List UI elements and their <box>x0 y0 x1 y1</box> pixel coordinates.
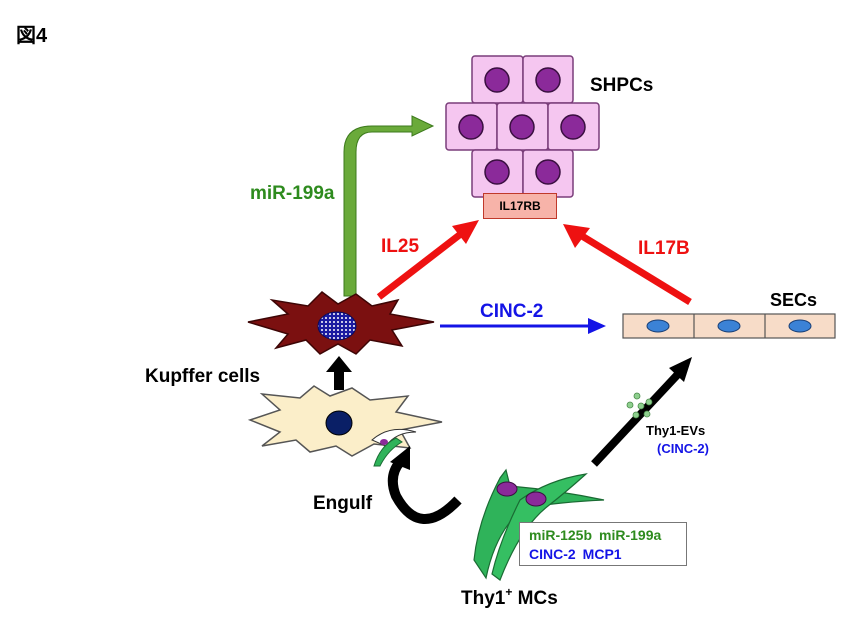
thy1-mcs-prefix: Thy1 <box>461 588 506 609</box>
il17rb-label: IL17RB <box>499 199 541 213</box>
engulf-arrow <box>387 446 462 524</box>
mir199a-arrow <box>343 115 435 297</box>
il25-arrow <box>376 220 479 300</box>
mc-factor: MCP1 <box>582 546 622 562</box>
monocyte-cell <box>247 385 443 457</box>
kupffer-label: Kupffer cells <box>145 366 261 387</box>
thy1-evs-label: Thy1-EVs <box>646 423 706 438</box>
hepatocyte-cell <box>522 55 574 104</box>
sec-strip <box>622 313 836 339</box>
secs-label: SECs <box>770 290 818 310</box>
hepatocyte-cell <box>445 102 498 151</box>
mc-cytokine-line: CINC-2 MCP1 <box>529 545 686 564</box>
extracellular-vesicles <box>626 392 653 419</box>
engulf-label: Engulf <box>313 493 373 514</box>
mc-factor: miR-199a <box>599 527 662 543</box>
thy1-mcs-label: Thy1+ MCs <box>461 586 558 608</box>
differentiation-arrow <box>326 356 352 390</box>
kupffer-cell <box>247 291 435 355</box>
il17b-arrow <box>563 224 692 305</box>
mc-mirna-line: miR-125b miR-199a <box>529 526 686 545</box>
hepatocyte-cell <box>471 149 524 198</box>
il25-arrow-label: IL25 <box>381 236 420 257</box>
hepatocyte-cell <box>471 55 524 104</box>
figure-title: 図4 <box>16 25 48 47</box>
hepatocyte-cell <box>496 102 549 151</box>
mc-secreted-factors-box: miR-125b miR-199a CINC-2 MCP1 <box>519 522 687 566</box>
mc-factor: miR-125b <box>529 527 593 543</box>
shpcs-label: SHPCs <box>590 75 654 96</box>
engulfed-mc-fragment <box>371 428 417 467</box>
thy1-mcs-superscript: + <box>505 585 513 599</box>
mc-factor: CINC-2 <box>529 546 576 562</box>
mir199a-arrow-label: miR-199a <box>250 183 335 204</box>
thy1-mesothelial-cells <box>473 468 605 581</box>
thy1-evs-cargo-label: (CINC-2) <box>657 441 709 456</box>
thy1-mcs-suffix: MCs <box>512 588 558 609</box>
il17rb-receptor: IL17RB <box>483 193 557 219</box>
cinc2-arrow <box>440 318 606 334</box>
hepatocyte-cell <box>522 149 574 198</box>
cinc2-arrow-label: CINC-2 <box>480 301 544 322</box>
il17b-arrow-label: IL17B <box>638 238 690 259</box>
hepatocyte-cluster <box>445 55 600 198</box>
hepatocyte-cell <box>547 102 600 151</box>
